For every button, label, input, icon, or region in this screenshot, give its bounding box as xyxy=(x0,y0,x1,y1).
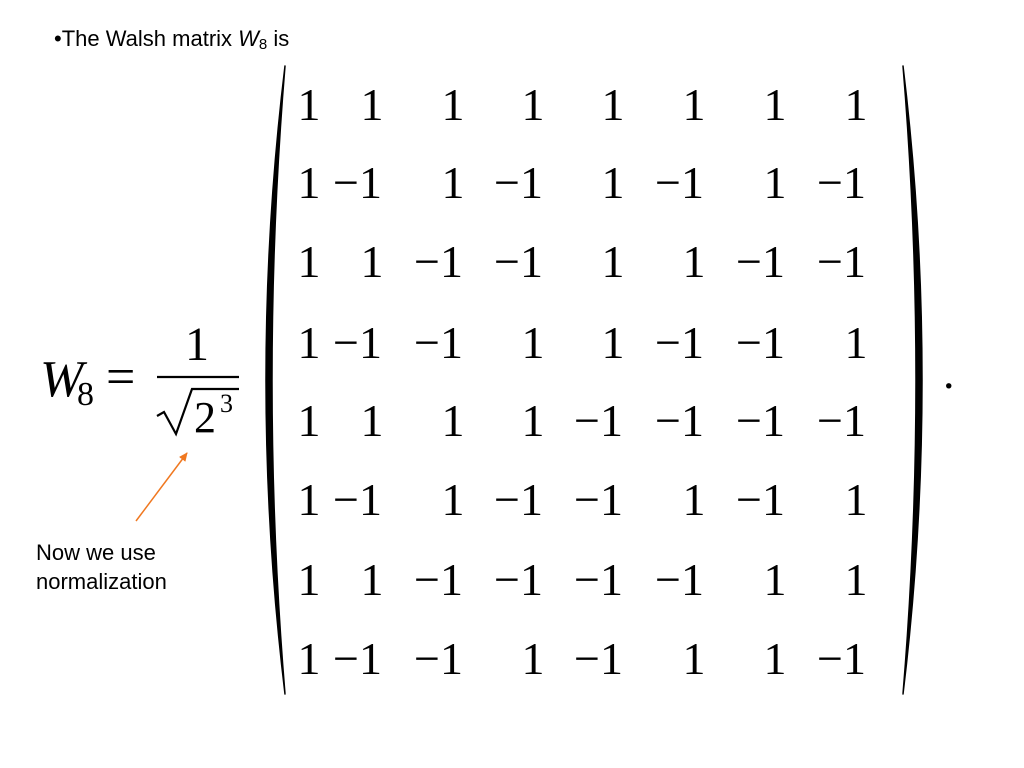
matrix-entry: −1 xyxy=(333,633,382,684)
matrix-entry: 1 xyxy=(298,554,321,605)
matrix-entry: 1 xyxy=(361,236,384,287)
matrix-entry: −1 xyxy=(736,317,785,368)
annotation-arrow xyxy=(135,452,188,522)
matrix-entry: 1 xyxy=(602,157,625,208)
matrix-entry: 1 xyxy=(442,395,465,446)
matrix-entry: −1 xyxy=(736,474,785,525)
matrix-entry: −1 xyxy=(655,395,704,446)
heading-suffix: is xyxy=(267,26,290,51)
matrix-entry: 1 xyxy=(522,79,545,130)
slide-heading: •The Walsh matrix W8 is xyxy=(54,24,289,60)
heading-matrix-symbol: W xyxy=(238,26,259,51)
matrix-entry: −1 xyxy=(817,395,866,446)
matrix-entry: 1 xyxy=(683,633,706,684)
matrix-entry: 1 xyxy=(442,157,465,208)
matrix-entry: 1 xyxy=(361,554,384,605)
matrix-entry: 1 xyxy=(683,236,706,287)
matrix-entry: 1 xyxy=(361,79,384,130)
matrix-entry: −1 xyxy=(736,395,785,446)
bullet-glyph: • xyxy=(54,26,62,51)
matrix-entry: −1 xyxy=(574,395,623,446)
matrix-entry: 1 xyxy=(764,633,787,684)
matrix-entry: −1 xyxy=(333,157,382,208)
matrix-entry: 1 xyxy=(522,395,545,446)
matrix-entry: 1 xyxy=(298,236,321,287)
matrix-entry: −1 xyxy=(333,317,382,368)
matrix-entry: −1 xyxy=(494,554,543,605)
matrix-entry: 1 xyxy=(298,633,321,684)
matrix-entry: 1 xyxy=(298,79,321,130)
matrix-entry: 1 xyxy=(298,157,321,208)
matrix-entry: 1 xyxy=(845,554,868,605)
note-line-2: normalization xyxy=(36,569,167,594)
heading-text: The Walsh matrix xyxy=(61,26,239,51)
matrix-entry: −1 xyxy=(817,236,866,287)
matrix-entry: −1 xyxy=(655,157,704,208)
matrix-entry: 1 xyxy=(442,79,465,130)
matrix-entry: 1 xyxy=(298,317,321,368)
radicand-base: 2 xyxy=(194,393,216,442)
matrix-entry: 1 xyxy=(602,317,625,368)
matrix-entry: 1 xyxy=(298,395,321,446)
equals-sign: = xyxy=(106,349,135,406)
matrix-entry: 1 xyxy=(683,79,706,130)
matrix-entry: −1 xyxy=(494,157,543,208)
matrix-entry: −1 xyxy=(414,236,463,287)
matrix-entry: 1 xyxy=(845,79,868,130)
matrix-entry: 1 xyxy=(845,317,868,368)
matrix-entry: 1 xyxy=(764,157,787,208)
left-parenthesis xyxy=(265,65,286,695)
normalization-note: Now we use normalization xyxy=(36,538,167,596)
matrix-entry: 1 xyxy=(522,317,545,368)
matrix-entry: −1 xyxy=(655,317,704,368)
radical-sign xyxy=(156,387,239,437)
matrix-entry: 1 xyxy=(442,474,465,525)
matrix-entry: 1 xyxy=(361,395,384,446)
matrix-entry: −1 xyxy=(494,474,543,525)
matrix-entry: 1 xyxy=(602,79,625,130)
matrix-entry: −1 xyxy=(414,554,463,605)
matrix-entry: −1 xyxy=(414,317,463,368)
matrix-entry: 1 xyxy=(764,554,787,605)
matrix-entry: −1 xyxy=(817,633,866,684)
matrix-entry: −1 xyxy=(414,633,463,684)
matrix-entry: 1 xyxy=(522,633,545,684)
note-line-1: Now we use xyxy=(36,540,156,565)
radicand-exponent: 3 xyxy=(220,389,233,418)
heading-matrix-subscript: 8 xyxy=(258,36,268,53)
matrix-entry: 1 xyxy=(845,474,868,525)
matrix-entry: −1 xyxy=(736,236,785,287)
right-parenthesis xyxy=(902,65,923,695)
trailing-period: . xyxy=(943,347,955,398)
matrix-entry: −1 xyxy=(817,157,866,208)
matrix-entry: 1 xyxy=(683,474,706,525)
matrix-entry: −1 xyxy=(655,554,704,605)
matrix-entry: 1 xyxy=(602,236,625,287)
matrix-entry: −1 xyxy=(574,474,623,525)
lhs-symbol: W xyxy=(40,351,88,408)
lhs-subscript: 8 xyxy=(77,376,94,413)
fraction-numerator: 1 xyxy=(185,318,209,371)
matrix-entry: −1 xyxy=(333,474,382,525)
matrix-entry: 1 xyxy=(764,79,787,130)
matrix-entry: 1 xyxy=(298,474,321,525)
matrix-entry: −1 xyxy=(494,236,543,287)
matrix-entry: −1 xyxy=(574,554,623,605)
matrix-entry: −1 xyxy=(574,633,623,684)
